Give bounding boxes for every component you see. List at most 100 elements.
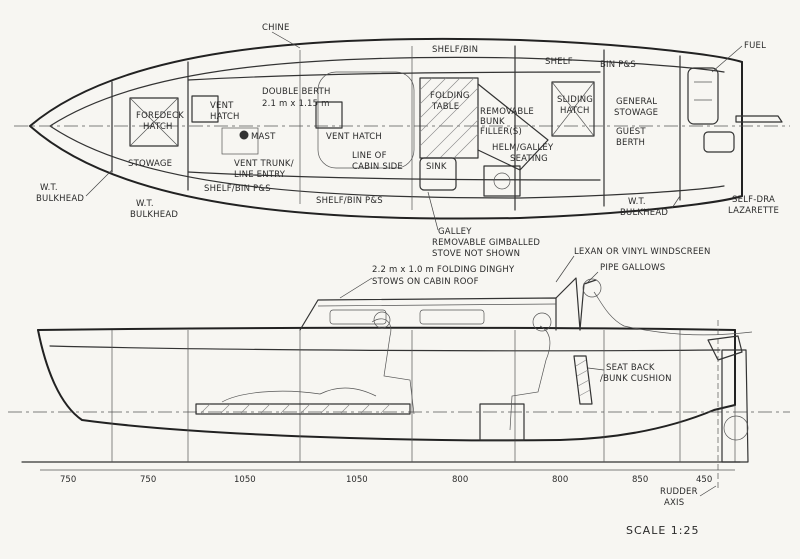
rudder	[721, 349, 749, 463]
label-seat-back-1: SEAT BACK	[606, 363, 655, 373]
label-fuel: FUEL	[744, 41, 766, 51]
helm-seat-profile	[479, 403, 525, 441]
label-cabin-side-1: LINE OF	[352, 151, 387, 161]
label-double-berth: DOUBLE BERTH	[262, 87, 331, 97]
scale-label: SCALE 1:25	[626, 524, 699, 537]
seated-figure-helm-head	[532, 312, 552, 332]
label-guest-1: GUEST	[616, 127, 646, 137]
seated-figure-helm	[509, 325, 551, 431]
label-sink: SINK	[426, 162, 447, 172]
dimension-8: 450	[696, 475, 712, 485]
label-self-drain-2: LAZARETTE	[728, 206, 779, 216]
label-folding-2: TABLE	[431, 102, 459, 112]
seat-back-cushion	[573, 355, 593, 405]
label-galley-1: GALLEY	[438, 227, 472, 237]
dimension-7: 850	[632, 475, 648, 485]
reclining-figure-aft-head	[582, 278, 602, 298]
dimension-5: 800	[452, 475, 468, 485]
label-galley-2: REMOVABLE GIMBALLED	[432, 238, 540, 248]
leader-rudder-axis	[699, 485, 717, 497]
label-bin-ps-top: BIN P&S	[600, 60, 636, 70]
lazarette	[703, 131, 735, 153]
pipe-gallows	[579, 279, 597, 331]
folding-table-hatching	[419, 77, 479, 159]
label-sliding-1: SLIDING	[557, 95, 593, 105]
reclining-figure-aft	[593, 291, 753, 336]
dimension-2: 750	[140, 475, 156, 485]
profile-sheer	[37, 326, 736, 331]
dimension-1: 750	[60, 475, 76, 485]
leader-seat-back	[587, 367, 605, 371]
label-wt-fwd-1: W.T.	[40, 183, 58, 193]
label-general-1: GENERAL	[616, 97, 657, 107]
dimension-3: 1050	[234, 475, 256, 485]
leader-windscreen	[555, 255, 575, 283]
label-shelf-low-1: SHELF/BIN P&S	[204, 184, 271, 194]
mast-icon	[239, 130, 249, 140]
label-wt-fwd-2: BULKHEAD	[36, 194, 84, 204]
label-shelf-low-2: SHELF/BIN P&S	[316, 196, 383, 206]
outboard-motor-profile	[707, 335, 743, 361]
label-shelf-bin-top: SHELF/BIN	[432, 45, 478, 55]
cabin-roof	[317, 303, 557, 307]
galley-stove	[483, 165, 521, 197]
label-rudder-1: RUDDER	[660, 487, 698, 497]
sliding-hatch	[551, 81, 595, 137]
dimension-4: 1050	[346, 475, 368, 485]
stove-burner-icon	[493, 172, 511, 190]
label-vent-mid: VENT HATCH	[326, 132, 382, 142]
leader-galley	[427, 191, 439, 231]
label-wt-fwd2-2: BULKHEAD	[130, 210, 178, 220]
seated-figure-cabin	[371, 318, 415, 415]
label-vent-trunk-1: VENT TRUNK/	[234, 159, 294, 169]
label-bunk-1: REMOVABLE	[480, 107, 534, 117]
berth-platform	[195, 403, 411, 415]
label-vent-fwd-1: VENT	[210, 101, 234, 111]
cabin-window-2	[419, 309, 485, 325]
vent-trunk	[221, 127, 259, 155]
leader-chine	[271, 31, 301, 49]
label-galley-3: STOVE NOT SHOWN	[432, 249, 520, 259]
plan-chine-line	[49, 56, 725, 199]
cabin-window-1	[329, 309, 387, 325]
label-vent-trunk-2: LINE ENTRY	[234, 170, 286, 180]
reclining-figure	[221, 387, 377, 403]
label-helm-1: HELM/GALLEY	[492, 143, 554, 153]
label-seat-back-2: /BUNK CUSHION	[600, 374, 672, 384]
label-berth-size: 2.1 m x 1.15 m	[262, 99, 330, 109]
label-rudder-2: AXIS	[664, 498, 684, 508]
vent-hatch-fwd	[191, 95, 219, 123]
seated-figure-cabin-head	[373, 311, 391, 329]
label-stowage: STOWAGE	[128, 159, 172, 169]
profile-hull-bottom	[37, 329, 736, 442]
label-general-2: STOWAGE	[614, 108, 658, 118]
profile-view: 2.2 m x 1.0 m FOLDING DINGHY STOWS ON CA…	[8, 247, 790, 508]
label-self-drain-1: SELF-DRA	[732, 195, 775, 205]
leader-wt-fwd	[85, 169, 113, 197]
label-foredeck-2: HATCH	[143, 122, 173, 132]
station-dimensions: 750 750 1050 1050 800 800 850 450	[40, 469, 735, 485]
label-bunk-3: FILLER(S)	[480, 127, 522, 137]
cabin-side-line	[187, 71, 601, 181]
label-guest-2: BERTH	[616, 138, 645, 148]
label-vent-fwd-2: HATCH	[210, 112, 240, 122]
profile-chine	[49, 345, 721, 352]
sink	[419, 157, 457, 191]
label-pipe-gallows: PIPE GALLOWS	[600, 263, 665, 273]
label-mast: MAST	[251, 132, 276, 142]
fuel-tank	[687, 67, 719, 125]
outboard-motor	[735, 115, 783, 123]
double-berth	[317, 71, 415, 169]
label-wt-aft-1: W.T.	[628, 197, 646, 207]
label-sliding-2: HATCH	[560, 106, 590, 116]
foredeck-hatch	[129, 97, 179, 147]
dimension-6: 800	[552, 475, 568, 485]
leader-gallows	[585, 271, 599, 285]
helm-seat	[477, 83, 549, 171]
seat-back-hatching	[575, 359, 591, 397]
label-folding-1: FOLDING	[430, 91, 470, 101]
label-shelf-top-right: SHELF	[545, 57, 573, 67]
label-chine: CHINE	[262, 23, 290, 33]
vent-hatch-mid	[315, 101, 343, 129]
label-windscreen: LEXAN OR VINYL WINDSCREEN	[574, 247, 711, 257]
